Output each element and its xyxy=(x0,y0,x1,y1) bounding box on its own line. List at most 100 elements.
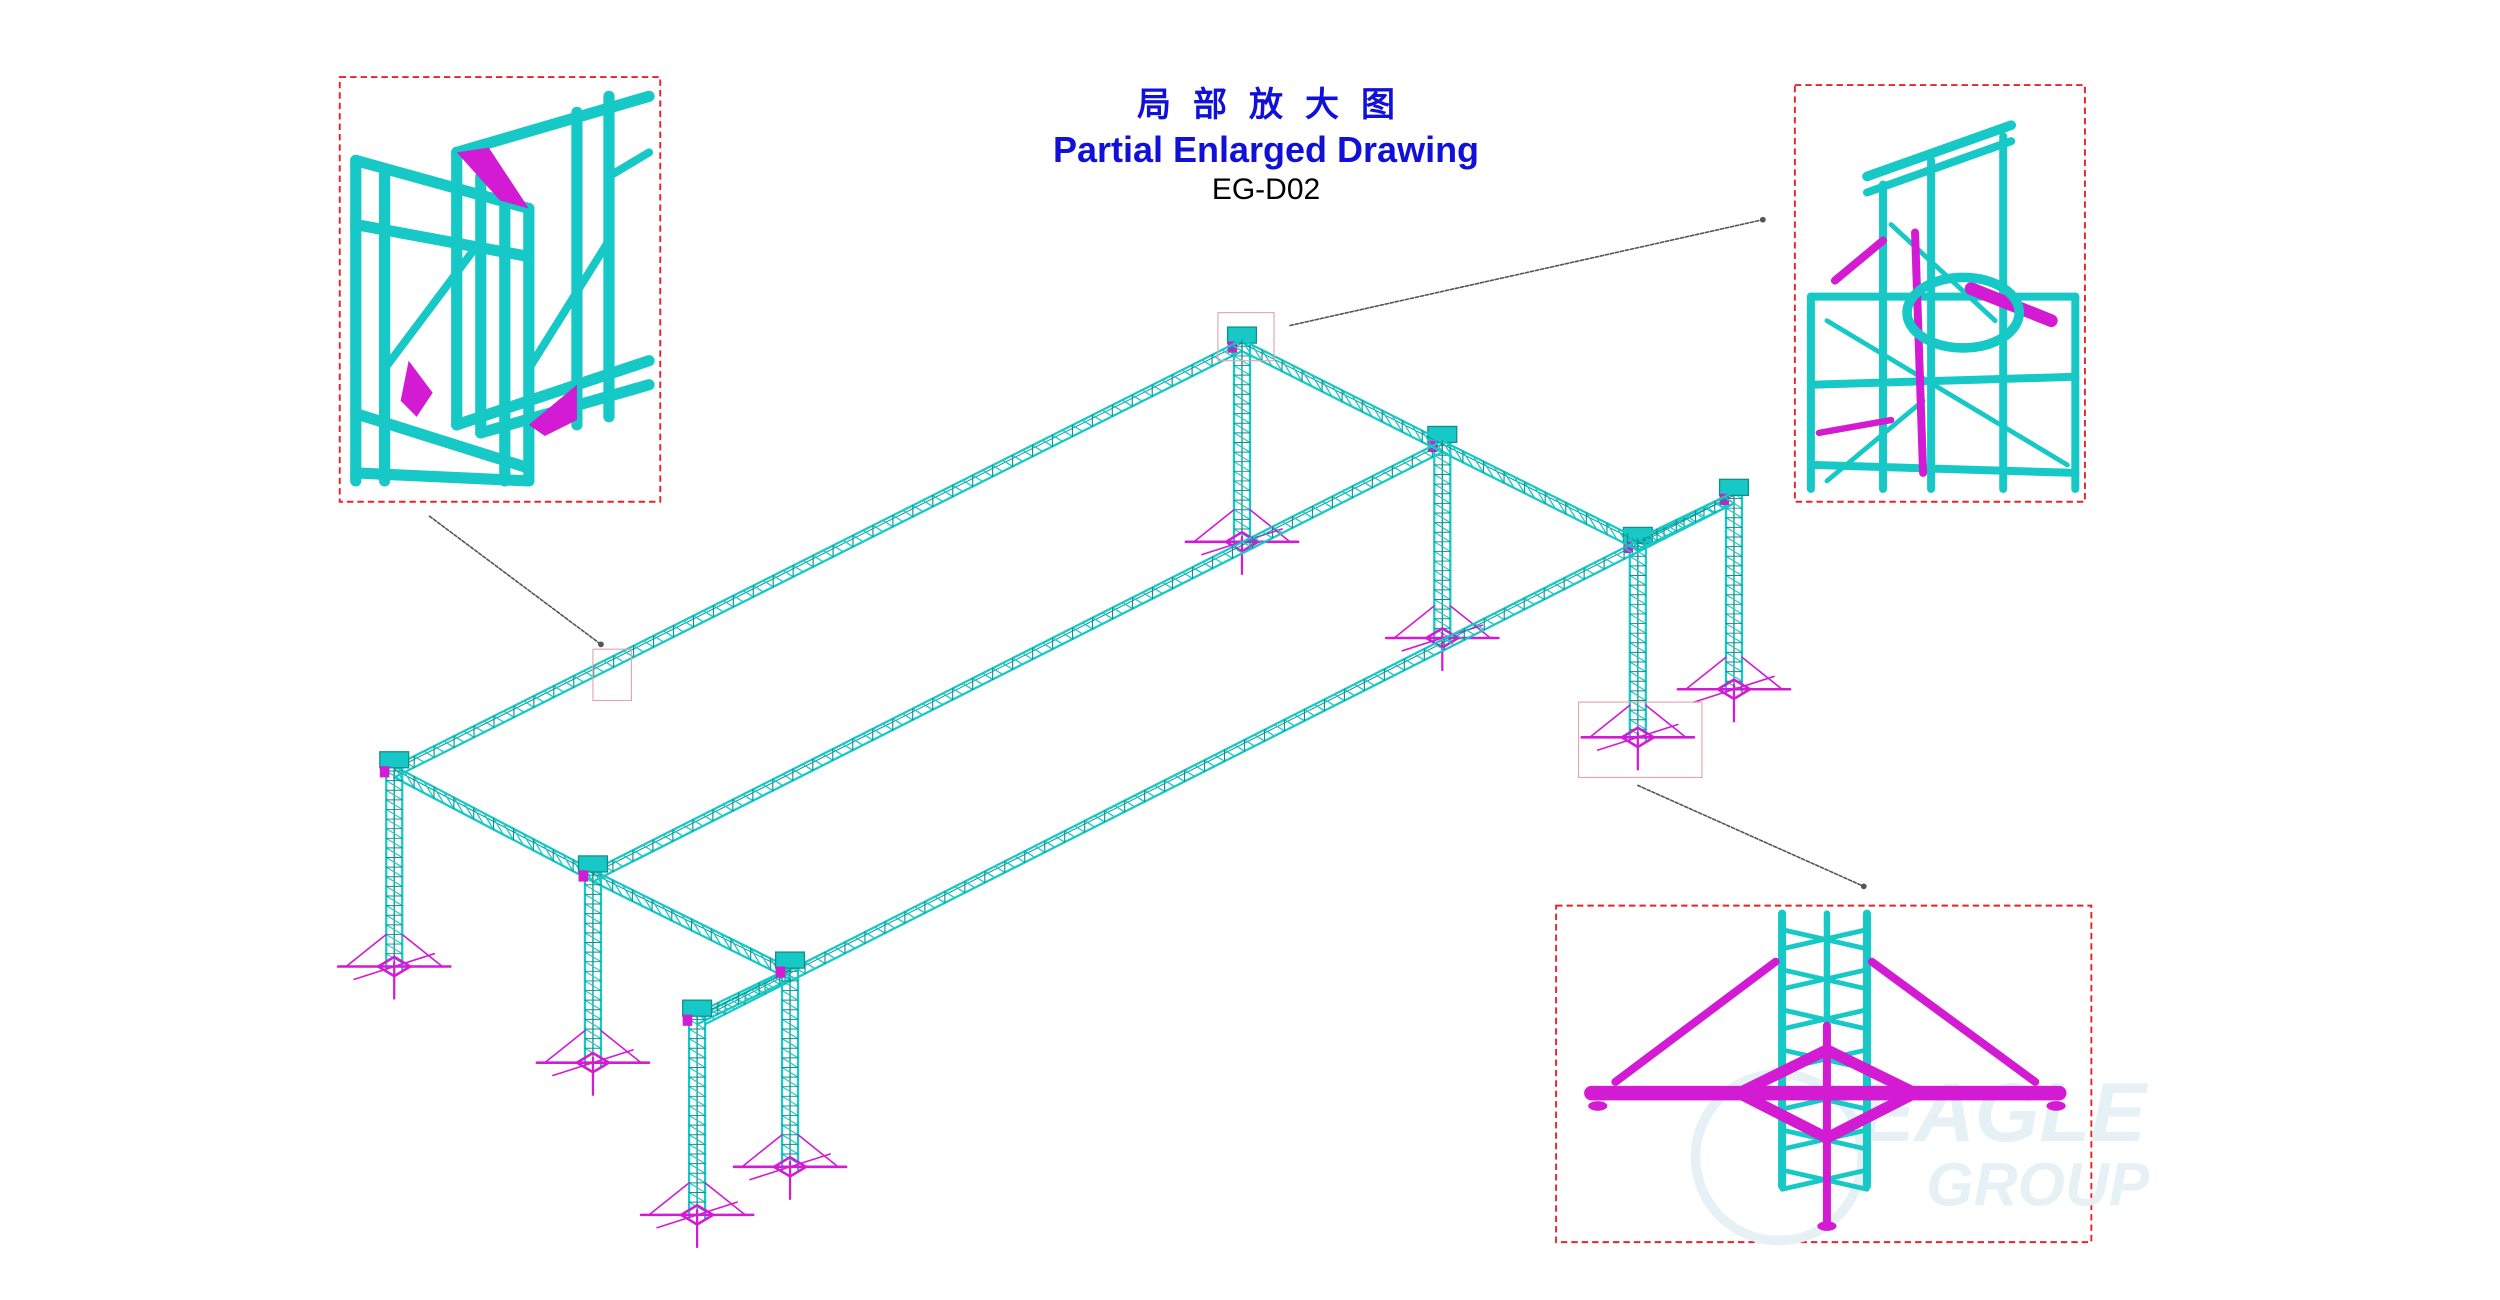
truss-tower xyxy=(336,751,452,1000)
diagonal xyxy=(982,672,994,681)
diagonal xyxy=(954,885,966,894)
diagonal xyxy=(1114,805,1126,813)
diagonal xyxy=(1421,450,1433,458)
diagonal xyxy=(832,544,844,553)
diagonal xyxy=(972,474,984,483)
diagonal xyxy=(1393,663,1405,671)
tower-diagonal xyxy=(1629,671,1647,682)
diagonal xyxy=(1024,850,1036,858)
mid-chord xyxy=(1441,443,1639,543)
diagonal xyxy=(924,901,936,909)
tower-diagonal xyxy=(1629,594,1647,605)
diagonal xyxy=(762,579,774,588)
diagonal xyxy=(1431,435,1443,453)
tower-diagonal xyxy=(1629,584,1647,596)
tower-diagonal xyxy=(1433,512,1451,524)
tower-diagonal xyxy=(1433,598,1451,610)
diagonal xyxy=(1381,470,1393,478)
diagonal xyxy=(1462,450,1474,469)
tower-diagonal xyxy=(1433,618,1451,629)
diagonal xyxy=(1081,622,1094,630)
diagonal xyxy=(782,773,794,782)
truss-beam xyxy=(591,439,1444,883)
diagonal xyxy=(1211,556,1224,564)
diagonal xyxy=(964,880,976,889)
diagonal xyxy=(1361,399,1373,418)
diagonal xyxy=(652,635,665,643)
diagonal xyxy=(1034,845,1046,853)
outrigger-brace xyxy=(1645,704,1687,739)
diagonal xyxy=(1703,506,1715,515)
diagonal xyxy=(473,725,485,733)
diagonal xyxy=(1161,581,1174,590)
tower-diagonal xyxy=(1433,493,1451,504)
diagonal xyxy=(1233,744,1246,752)
callout-source-marker xyxy=(1217,312,1275,362)
bottom-chord xyxy=(695,978,792,1026)
tower-diagonal xyxy=(781,1018,799,1030)
diagonal xyxy=(690,918,703,936)
diagonal xyxy=(844,941,856,949)
diagonal xyxy=(1231,546,1244,554)
diagonal xyxy=(1616,527,1629,546)
diagonal xyxy=(1343,688,1356,697)
outrigger-brace xyxy=(741,1133,783,1168)
tower-diagonal xyxy=(584,999,602,1011)
diagonal xyxy=(1193,764,1206,773)
tower-diagonal xyxy=(1725,584,1743,596)
outrigger-brace xyxy=(1393,605,1436,639)
tower-diagonal xyxy=(1233,384,1251,395)
tower-diagonal xyxy=(781,1143,799,1155)
diagonal xyxy=(593,665,605,673)
diagonal xyxy=(1064,830,1076,838)
diagonal xyxy=(1303,708,1316,717)
diagonal xyxy=(1523,481,1536,500)
diagonal xyxy=(1565,501,1577,520)
diagonal xyxy=(682,620,695,628)
mid-chord xyxy=(393,342,1243,770)
tower-diagonal xyxy=(584,932,602,944)
diagonal xyxy=(1091,617,1104,625)
diagonal xyxy=(1606,522,1618,541)
tower-diagonal xyxy=(1433,560,1451,572)
diagonal xyxy=(862,529,874,538)
diagonal xyxy=(727,997,740,1005)
diagonal xyxy=(1191,566,1204,574)
diagonal xyxy=(1223,749,1236,757)
tower-diagonal xyxy=(688,1153,706,1165)
tower-diagonal xyxy=(1233,451,1251,463)
diagonal xyxy=(1453,633,1465,641)
diagonal xyxy=(1091,414,1103,422)
diagonal xyxy=(1084,820,1096,828)
diagonal xyxy=(512,828,525,846)
tower-diagonal xyxy=(1433,454,1451,466)
diagonal xyxy=(1656,528,1668,537)
diagonal xyxy=(1443,638,1455,646)
diagonal xyxy=(714,1007,726,1015)
tower-diagonal xyxy=(1725,613,1743,625)
diagonal xyxy=(1323,698,1336,707)
diagonal xyxy=(1704,505,1716,514)
tower-diagonal xyxy=(1233,518,1251,530)
diagonal xyxy=(944,890,956,899)
base-frame xyxy=(678,1203,716,1227)
base-frame xyxy=(1423,626,1461,650)
diagonal xyxy=(984,870,996,879)
diagonal xyxy=(1513,602,1525,611)
tower-diagonal xyxy=(688,1047,706,1059)
detail-tube xyxy=(1779,927,1870,952)
detail-tube xyxy=(1824,398,1926,484)
title-chinese: 局部放大图 xyxy=(1137,85,1417,125)
tower-diagonal xyxy=(385,808,403,820)
diagonal xyxy=(1593,562,1605,570)
diagonal xyxy=(742,590,754,598)
tower-diagonal xyxy=(781,1076,799,1088)
tower-diagonal xyxy=(1629,622,1647,634)
diagonal xyxy=(1391,414,1403,433)
tower-diagonal xyxy=(1629,661,1647,673)
truss-tower xyxy=(535,855,651,1096)
diagonal xyxy=(782,569,794,578)
diagonal xyxy=(792,768,804,777)
tower-diagonal xyxy=(781,999,799,1011)
